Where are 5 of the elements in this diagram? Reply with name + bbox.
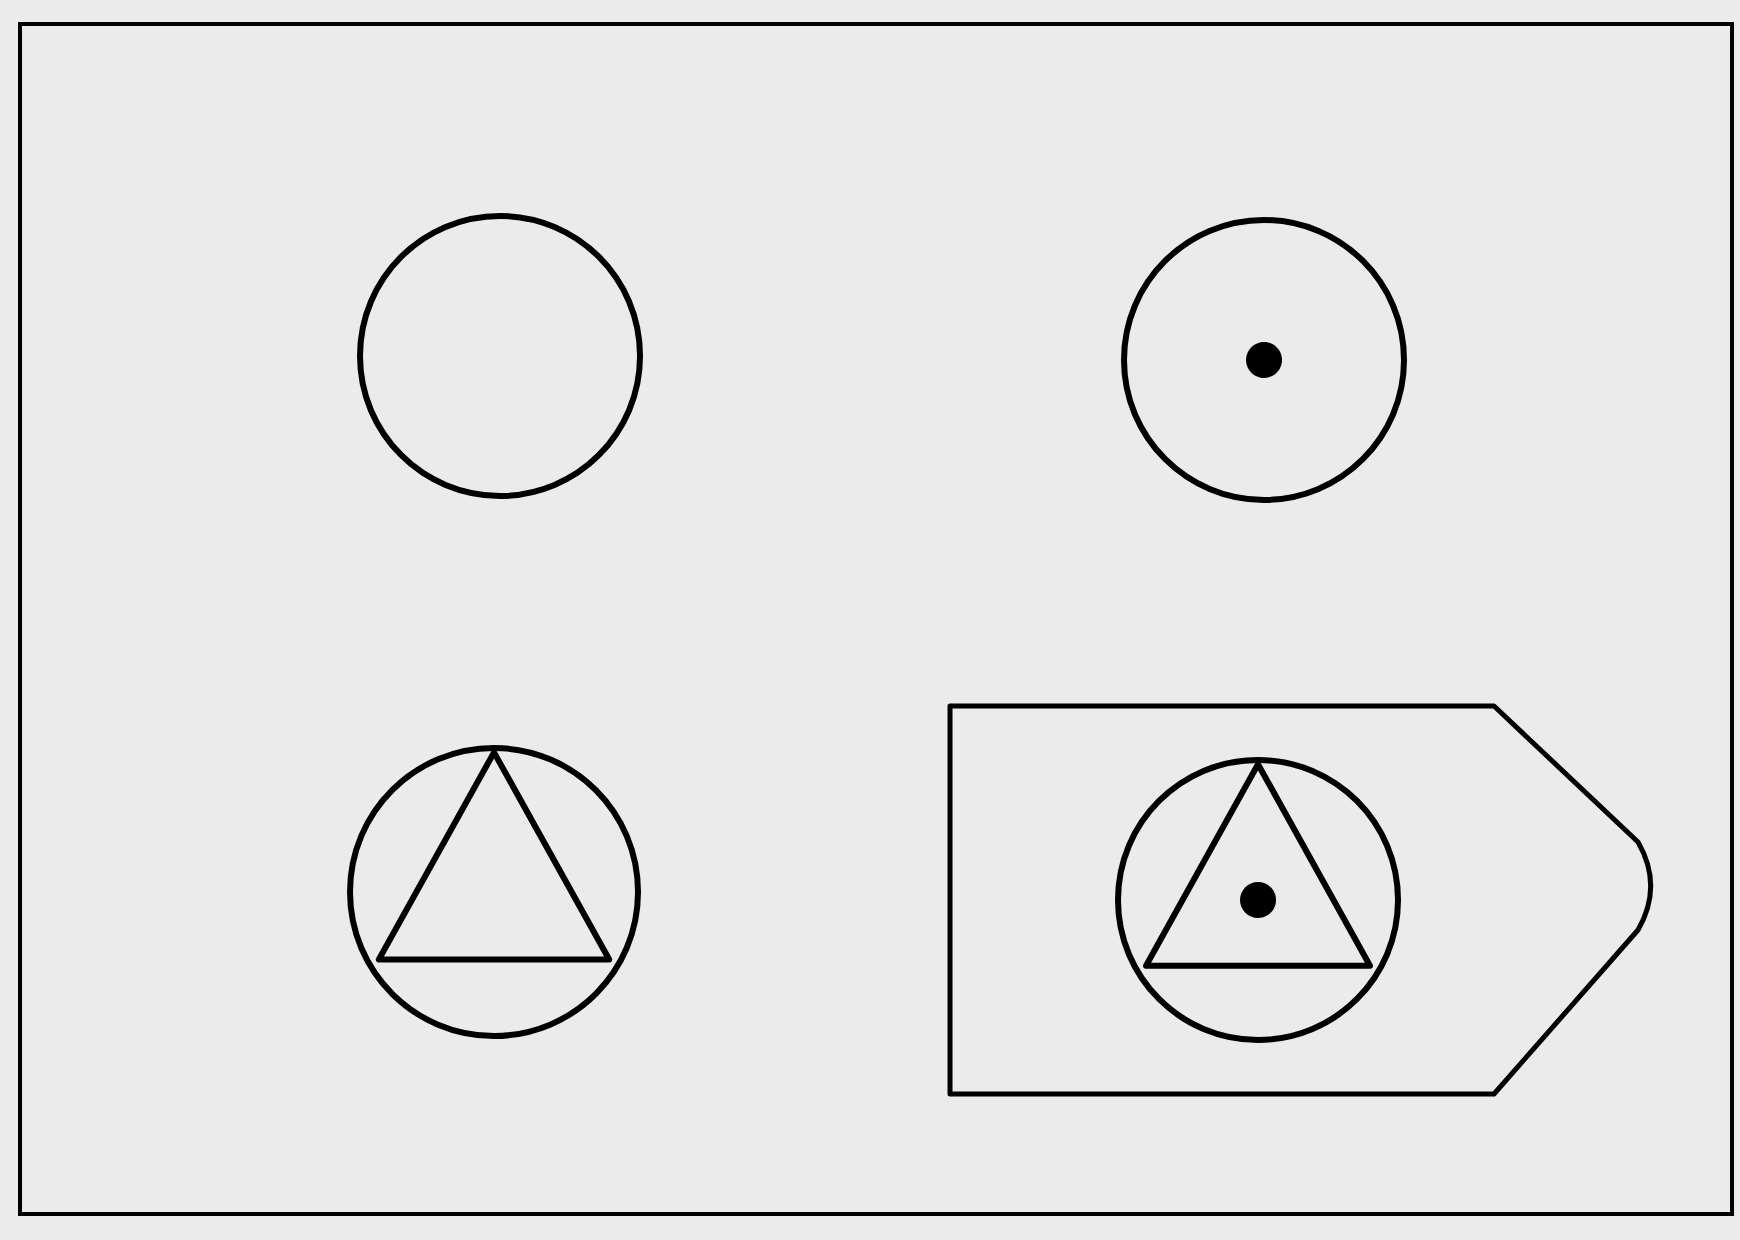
circle-triangle-dot-symbol (1115, 757, 1401, 1043)
circle-triangle-symbol (347, 745, 641, 1039)
dotted-circle-symbol (1121, 217, 1407, 503)
tag-outline (947, 703, 1654, 1097)
circle-symbol (357, 213, 643, 499)
